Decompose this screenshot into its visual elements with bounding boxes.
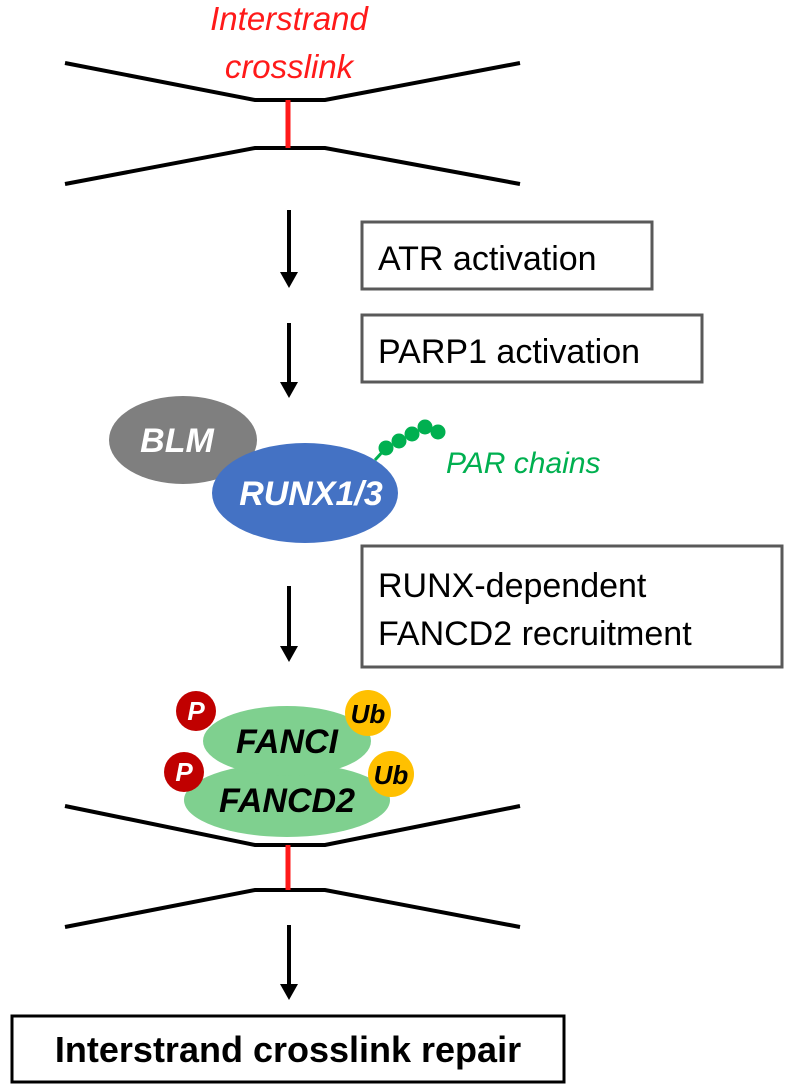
- fanci-label: FANCI: [236, 723, 340, 761]
- par-bead: [430, 424, 446, 440]
- top-dna-lower-strand: [64, 146, 521, 186]
- par-bead: [404, 426, 420, 442]
- runx-label: RUNX1/3: [239, 475, 383, 513]
- crosslink-label-line2: crosslink: [225, 48, 355, 85]
- bottom-dna-lower-strand: [64, 888, 521, 929]
- fancd2-protein: [184, 763, 390, 837]
- fanci-fancd2-complex: FANCD2 FANCI P Ub P Ub: [164, 690, 414, 837]
- fancd2-label: FANCD2: [219, 782, 355, 820]
- par-bead: [417, 419, 433, 435]
- phospho-badge-fancd2: [164, 752, 204, 792]
- arrow-3-head: [280, 646, 298, 662]
- runx-protein: [212, 443, 398, 543]
- crosslink-label-line1: Interstrand: [210, 0, 369, 37]
- arrow-4-head: [280, 984, 298, 1000]
- par-bead: [391, 433, 407, 449]
- top-dna-duplex: Interstrand crosslink: [64, 0, 521, 186]
- final-outcome-label: Interstrand crosslink repair: [55, 1029, 521, 1070]
- step-runx-label-line1: RUNX-dependent: [378, 567, 647, 605]
- blm-runx-complex: BLM RUNX1/3 PAR chains: [109, 396, 601, 543]
- ubiquitin-label-fancd2: Ub: [374, 760, 409, 790]
- phospho-badge-fanci: [176, 691, 216, 731]
- step-parp1-activation: PARP1 activation: [360, 313, 704, 384]
- phospho-label-fancd2: P: [175, 757, 193, 787]
- final-outcome-box: Interstrand crosslink repair: [10, 1014, 566, 1084]
- step-atr-label: ATR activation: [378, 240, 597, 278]
- arrow-1-head: [280, 272, 298, 288]
- ubiquitin-label-fanci: Ub: [351, 699, 386, 729]
- ubiquitin-badge-fancd2: [368, 751, 414, 797]
- step-atr-activation: ATR activation: [360, 220, 654, 291]
- step-runx-label-line2: FANCD2 recruitment: [378, 615, 692, 653]
- step-parp1-label: PARP1 activation: [378, 333, 640, 371]
- par-chains-label: PAR chains: [446, 447, 601, 480]
- blm-label: BLM: [140, 422, 214, 460]
- fanci-protein: [203, 706, 371, 776]
- phospho-label-fanci: P: [187, 696, 205, 726]
- par-bead: [378, 440, 394, 456]
- bottom-dna-duplex: [64, 804, 521, 929]
- arrow-2-head: [280, 382, 298, 398]
- ubiquitin-badge-fanci: [345, 690, 391, 736]
- step-runx-recruitment: RUNX-dependent FANCD2 recruitment: [360, 544, 784, 669]
- par-chain: [373, 419, 446, 462]
- blm-protein: [109, 396, 257, 484]
